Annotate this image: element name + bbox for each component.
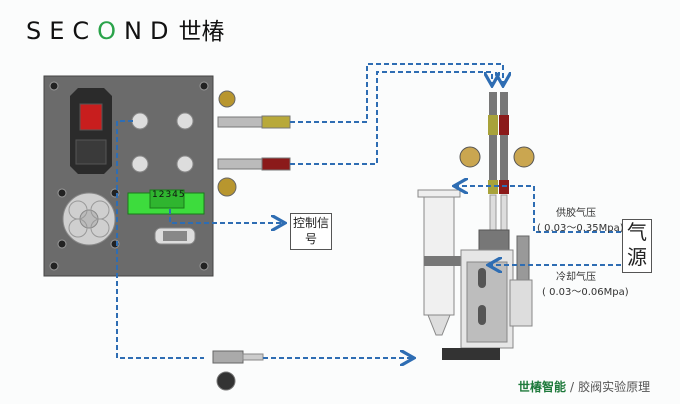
supply-pressure-title: 供胶气压 — [556, 208, 596, 219]
footer-company: 世椿智能 — [518, 380, 567, 394]
footer-caption: 世椿智能/胶阀实验原理 — [518, 378, 650, 395]
cooling-pressure-range: ( 0.03～0.06Mpa) — [542, 287, 629, 298]
connector-face-icon — [218, 90, 236, 108]
footer-separator: / — [570, 380, 575, 394]
logo-cn: 世椿 — [178, 19, 225, 45]
control-signal-box: 控制信号 — [290, 213, 332, 250]
power-switch[interactable] — [79, 103, 103, 131]
footer-title: 胶阀实验原理 — [578, 380, 651, 394]
sensor-connector-face — [216, 371, 236, 391]
logo-text: SEC — [26, 17, 98, 45]
signal-lines — [116, 63, 621, 358]
air-source-box: 气源 — [622, 219, 652, 273]
brand-logo: SECOND世椿 — [26, 12, 224, 46]
terminal-numbers: 12345 — [152, 190, 186, 200]
sensor-plug — [212, 350, 264, 364]
panel-connectors — [131, 112, 194, 173]
controller-panel — [43, 75, 214, 277]
dispensing-valve — [417, 92, 535, 360]
cooling-pressure-title: 冷却气压 — [556, 272, 596, 283]
cable-plug-yellow — [217, 115, 291, 129]
cable-plug-red — [217, 157, 291, 171]
logo-o: O — [97, 17, 125, 45]
logo-text-suffix: ND — [124, 17, 177, 45]
supply-pressure-range: ( 0.03～0.35Mpa) — [537, 223, 624, 234]
connector-face-icon — [217, 177, 237, 197]
